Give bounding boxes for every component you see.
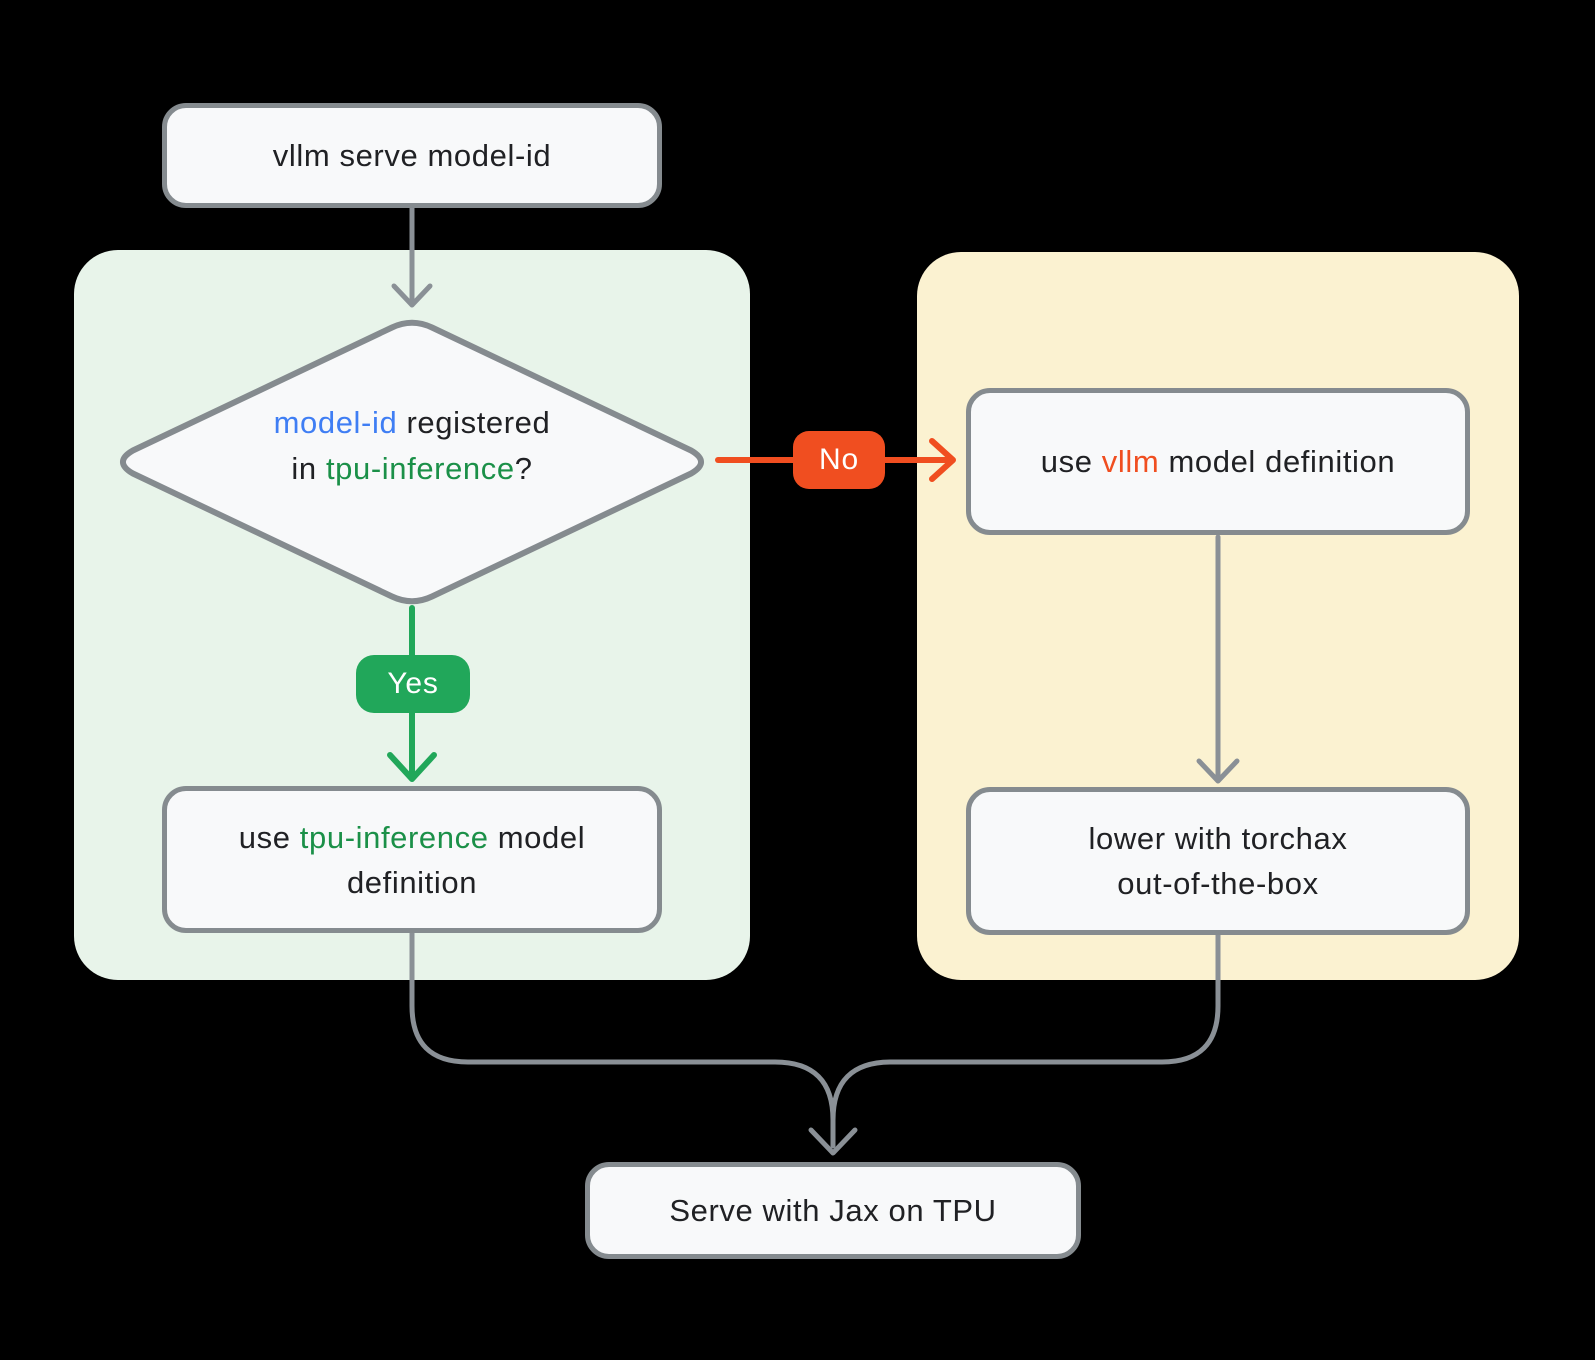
start-node-label: vllm serve model-id [272,138,552,173]
use-vllm-highlight-text: vllm [1101,444,1160,479]
decision-registered-text: registered [397,405,551,440]
decision-in-text: in [291,451,326,486]
no-badge: No [793,431,885,489]
decision-model-id-text: model-id [273,405,398,440]
lower-torchax-node: lower with torchax out-of-the-box [966,787,1470,935]
use-vllm-node: use vllm model definition [966,388,1470,535]
start-to-decision-arrowhead-icon [391,283,433,308]
no-branch-arrowhead-icon [929,438,956,482]
start-node: vllm serve model-id [162,103,662,208]
lower-torchax-line2-text: out-of-the-box [1117,866,1319,901]
decision-diamond [120,319,704,605]
serve-node: Serve with Jax on TPU [585,1162,1081,1259]
merge-arrowhead-icon [808,1127,858,1156]
decision-node-label: model-id registered in tpu-inference? [212,400,612,492]
serve-node-label: Serve with Jax on TPU [669,1193,997,1228]
yes-badge-label: Yes [387,667,439,700]
decision-tpu-inference-text: tpu-inference [325,451,515,486]
no-badge-label: No [819,443,859,476]
yes-badge: Yes [356,655,470,713]
use-tpu-line2-text: definition [346,864,478,900]
use-tpu-pre-text: use [238,819,300,855]
vllm-to-torchax-arrowhead-icon [1196,758,1240,784]
use-tpu-inference-node-label: use tpu-inference model definition [239,815,585,905]
use-vllm-node-label: use vllm model definition [1041,439,1395,484]
lower-torchax-node-label: lower with torchax out-of-the-box [1089,816,1348,906]
use-vllm-post-text: model definition [1159,444,1396,479]
lower-torchax-line1-text: lower with torchax [1088,821,1348,856]
torchax-to-serve-line [830,932,1221,1123]
tpu-to-serve-line [409,930,836,1149]
use-vllm-pre-text: use [1040,444,1102,479]
use-tpu-post-text: model [488,819,586,855]
use-tpu-highlight-text: tpu-inference [299,819,489,855]
decision-question-mark: ? [514,451,533,486]
use-tpu-inference-node: use tpu-inference model definition [162,786,662,933]
yes-branch-arrowhead-icon [387,752,437,782]
